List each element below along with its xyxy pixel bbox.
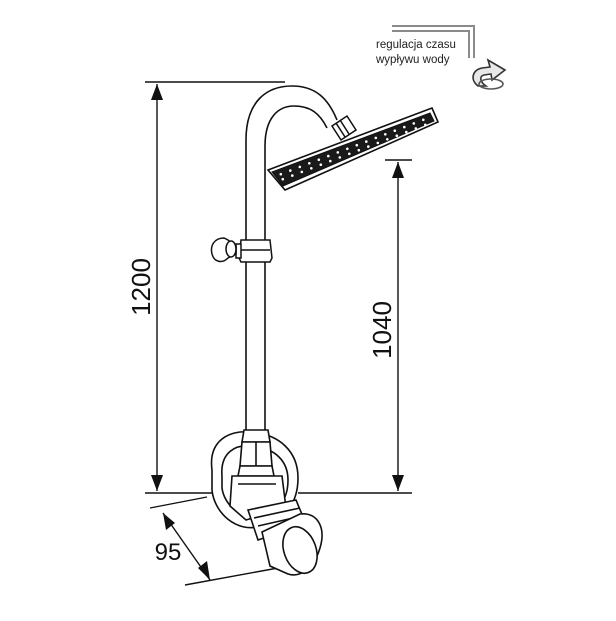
slide-holder — [235, 239, 273, 263]
shower-head — [266, 106, 440, 191]
arm-connector — [330, 114, 358, 142]
nozzle-dot — [414, 127, 418, 130]
nozzle-dot — [336, 151, 340, 154]
nozzle-dot — [424, 123, 427, 127]
note-line-1: regulacja czasu — [376, 39, 456, 51]
nozzle-dot — [310, 167, 313, 170]
nozzle-dot — [386, 138, 389, 141]
note-bracket — [392, 25, 475, 58]
nozzle-dot — [329, 159, 332, 163]
nozzle-dot — [346, 147, 349, 151]
nozzle-dot — [403, 125, 406, 129]
nozzle-dot — [279, 172, 283, 176]
nozzle-dot — [289, 169, 292, 172]
note-line-2: wypływu wody — [376, 54, 450, 66]
dimension-1040 — [298, 159, 412, 494]
dimension-1040-label: 1040 — [367, 301, 397, 359]
shower-head-nozzles — [279, 118, 427, 181]
nozzle-dot — [365, 140, 368, 143]
nozzle-dot — [412, 122, 416, 125]
nozzle-dot — [422, 118, 425, 122]
nozzle-dot — [376, 141, 380, 145]
nozzle-dot — [300, 170, 304, 174]
nozzle-dot — [308, 162, 311, 165]
nozzle-dot — [357, 148, 361, 152]
nozzle-dot — [384, 133, 387, 136]
nozzle-dot — [327, 154, 330, 158]
timer-rotation-arrow-icon — [472, 58, 507, 90]
nozzle-dot — [348, 152, 351, 156]
nozzle-dot — [395, 134, 399, 137]
nozzle-dot — [319, 163, 323, 166]
nozzle-dot — [355, 143, 359, 147]
nozzle-dot — [338, 156, 342, 159]
nozzle-dot — [367, 145, 370, 148]
holder-knob-icon — [210, 237, 237, 263]
dimension-1200-label: 1200 — [126, 258, 156, 316]
nozzle-dot — [281, 177, 285, 181]
dimension-95-label: 95 — [155, 539, 182, 566]
nozzle-dot — [405, 130, 408, 134]
nozzle-dot — [298, 165, 302, 169]
nozzle-dot — [393, 129, 397, 132]
nozzle-dot — [374, 136, 378, 140]
mixer-valve — [210, 429, 323, 576]
dimension-95 — [149, 496, 279, 586]
flow-time-note: regulacja czasu wypływu wody — [376, 38, 472, 68]
nozzle-dot — [317, 158, 321, 161]
nozzle-dot — [291, 174, 294, 177]
